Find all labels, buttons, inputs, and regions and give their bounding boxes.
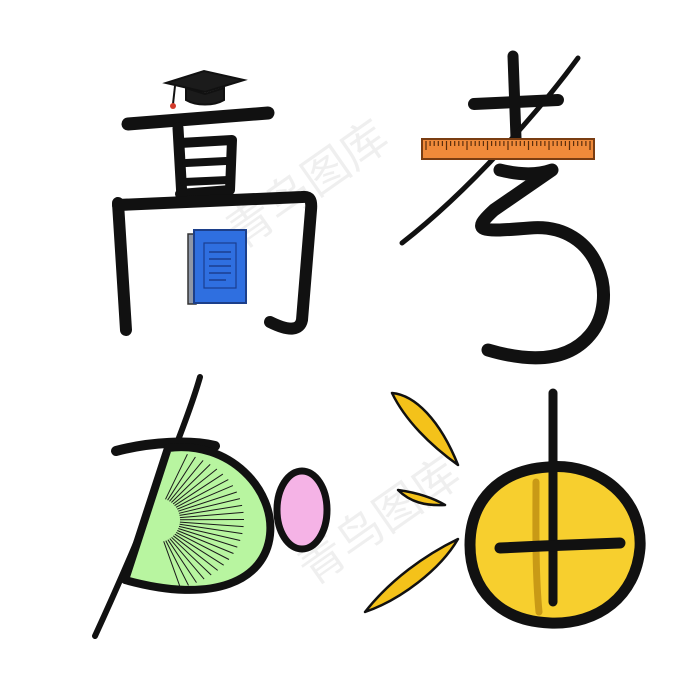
coin-icon	[464, 388, 646, 629]
graduation-cap-icon	[162, 69, 248, 109]
eraser-icon	[273, 467, 331, 553]
char-you	[363, 388, 646, 629]
char-kao	[399, 50, 610, 365]
oil-drop-icon	[363, 537, 460, 614]
protractor-icon	[121, 443, 275, 594]
book-icon	[187, 229, 247, 305]
oil-drop-icon	[396, 488, 447, 507]
char-gao	[112, 106, 318, 336]
oil-drop-icon	[390, 391, 460, 467]
ruler-icon	[421, 138, 595, 160]
